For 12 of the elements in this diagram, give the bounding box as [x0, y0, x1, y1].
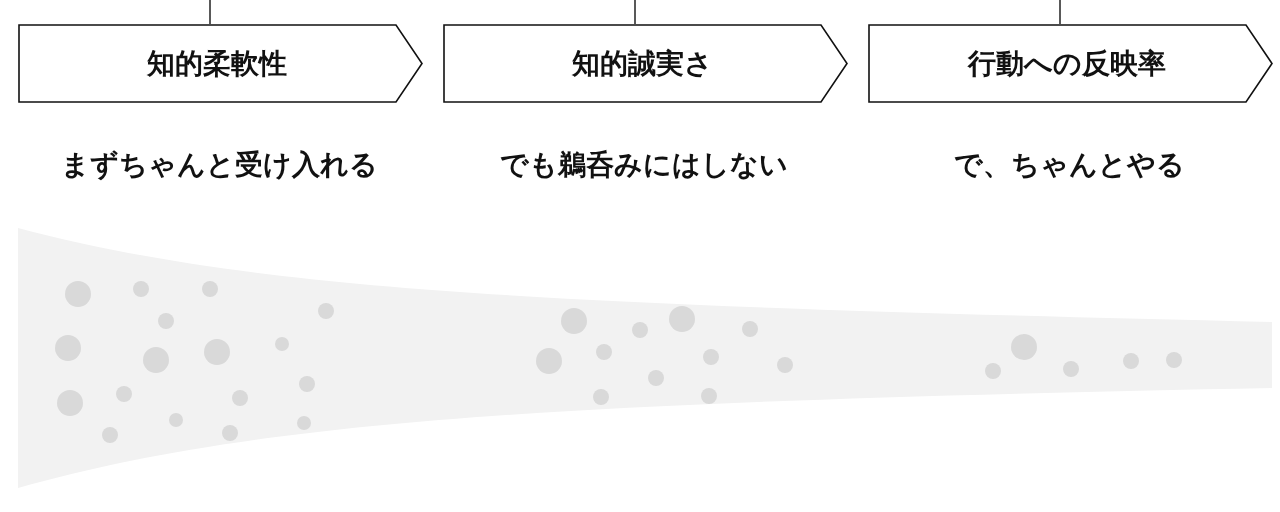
- step-title: 知的誠実さ: [571, 45, 713, 82]
- step-caption: で、ちゃんとやる: [953, 147, 1185, 183]
- connector-line: [634, 0, 636, 25]
- process-step: [443, 24, 848, 103]
- step-caption: まずちゃんと受け入れる: [60, 147, 378, 183]
- process-step: [18, 24, 423, 103]
- step-title: 行動への反映率: [968, 45, 1166, 82]
- step-caption: でも鵜呑みにはしない: [500, 147, 788, 183]
- process-step: [868, 24, 1273, 103]
- step-title: 知的柔軟性: [147, 45, 287, 82]
- connector-line: [209, 0, 211, 25]
- connector-line: [1059, 0, 1061, 25]
